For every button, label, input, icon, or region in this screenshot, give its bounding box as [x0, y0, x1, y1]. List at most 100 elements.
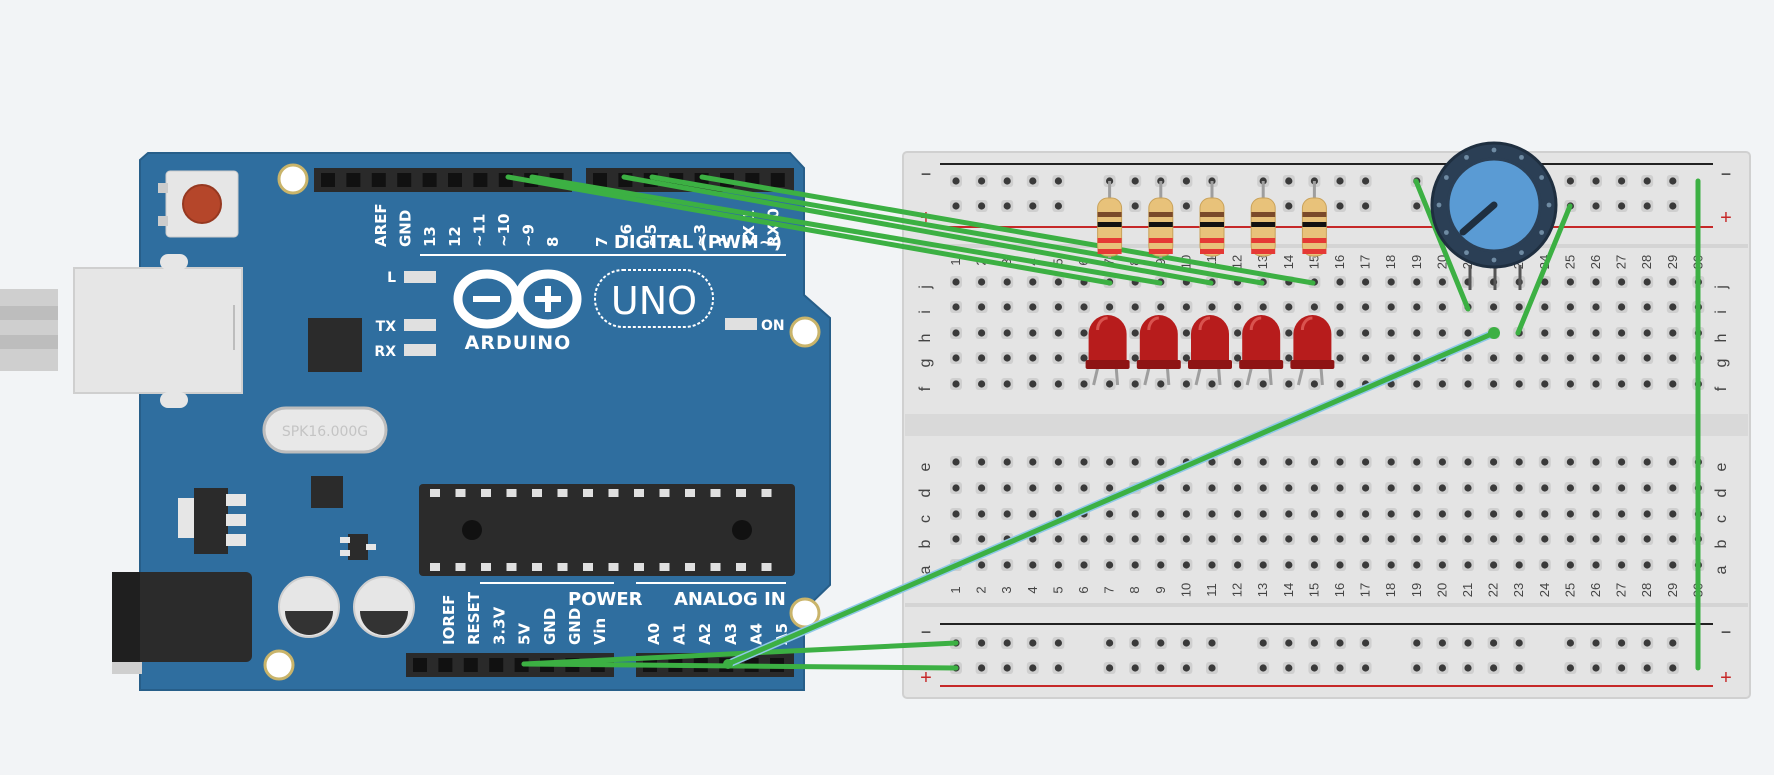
- column-number: 29: [1665, 255, 1680, 269]
- breadboard-hole-center: [1669, 458, 1677, 466]
- jumper-wire[interactable]: [649, 174, 1265, 286]
- header-socket[interactable]: [371, 173, 386, 187]
- red-led[interactable]: [1085, 315, 1130, 386]
- breadboard-hole-center: [1259, 484, 1267, 492]
- breadboard-hole-center: [1029, 639, 1037, 647]
- breadboard-hole-center: [1208, 561, 1216, 569]
- row-letter: g: [1713, 359, 1730, 368]
- breadboard-hole-center: [1566, 329, 1574, 337]
- breadboard-hole-center: [1566, 177, 1574, 185]
- breadboard-hole-center: [1669, 177, 1677, 185]
- breadboard-hole-center: [1003, 639, 1011, 647]
- digital-pin-label: 12: [446, 226, 464, 247]
- resistor[interactable]: [1097, 181, 1123, 258]
- breadboard-hole-center: [1234, 329, 1242, 337]
- breadboard-hole-center: [978, 354, 986, 362]
- breadboard-hole-center: [1029, 177, 1037, 185]
- breadboard-hole-center: [1669, 561, 1677, 569]
- breadboard-hole-center: [1592, 561, 1600, 569]
- breadboard-hole-center: [1643, 458, 1651, 466]
- row-letter: i: [917, 310, 934, 314]
- jumper-wire[interactable]: [529, 174, 1163, 286]
- jumper-wire[interactable]: [521, 661, 959, 671]
- rail-plus-label: +: [920, 667, 932, 689]
- onboard-leds: L TX RX ON: [374, 270, 784, 360]
- column-number: 14: [1281, 583, 1296, 597]
- header-socket[interactable]: [413, 658, 427, 672]
- breadboard-hole-center: [1285, 639, 1293, 647]
- breadboard-hole-center: [952, 380, 960, 388]
- header-socket[interactable]: [489, 658, 504, 672]
- column-number: 19: [1409, 255, 1424, 269]
- column-number: 4: [1025, 586, 1040, 593]
- column-number: 23: [1511, 583, 1526, 597]
- breadboard-hole-center: [1234, 354, 1242, 362]
- power-pin-label: RESET: [465, 591, 483, 645]
- breadboard-hole-center: [1003, 329, 1011, 337]
- jumper-wire[interactable]: [621, 174, 1214, 286]
- potentiometer[interactable]: [1430, 141, 1558, 290]
- breadboard-hole-center: [1054, 329, 1062, 337]
- header-socket[interactable]: [473, 173, 488, 187]
- header-socket[interactable]: [770, 173, 785, 187]
- digital-pin-label: ~3: [691, 224, 709, 247]
- column-number: 28: [1639, 255, 1654, 269]
- breadboard-hole-center: [1080, 303, 1088, 311]
- header-socket[interactable]: [438, 658, 453, 672]
- jumper-wire[interactable]: [699, 174, 1316, 286]
- rail-plus-label: +: [1720, 207, 1732, 229]
- wire-layer[interactable]: [505, 174, 1701, 671]
- red-led[interactable]: [1290, 315, 1335, 386]
- breadboard-hole-center: [1541, 380, 1549, 388]
- breadboard-hole-center: [978, 202, 986, 210]
- red-led[interactable]: [1188, 315, 1232, 386]
- jumper-wire[interactable]: [725, 330, 1497, 667]
- row-letter: h: [1713, 334, 1730, 343]
- digital-pin-label: 13: [421, 226, 439, 247]
- breadboard-hole-center: [1643, 380, 1651, 388]
- red-led[interactable]: [1239, 315, 1284, 386]
- breadboard-hole-center: [1336, 329, 1344, 337]
- chip-pin: [532, 489, 542, 497]
- header-socket[interactable]: [422, 173, 437, 187]
- breadboard-hole-center: [1438, 535, 1446, 543]
- digital-pin-label: 8: [544, 237, 562, 247]
- reset-button[interactable]: [158, 170, 239, 238]
- breadboard-hole-center: [1157, 303, 1165, 311]
- breadboard-hole-center: [1592, 354, 1600, 362]
- breadboard-hole-center: [1669, 484, 1677, 492]
- header-socket[interactable]: [397, 173, 412, 187]
- breadboard-hole-center: [1592, 329, 1600, 337]
- header-socket[interactable]: [448, 173, 462, 187]
- potentiometer-tick: [1436, 202, 1442, 208]
- arduino-uno-board[interactable]: SPK16.000G: [73, 152, 831, 691]
- resistor[interactable]: [1148, 181, 1174, 258]
- breadboard-hole-center: [1336, 458, 1344, 466]
- header-socket[interactable]: [463, 658, 478, 672]
- resistor[interactable]: [1250, 181, 1276, 258]
- resistor[interactable]: [1199, 181, 1225, 258]
- breadboard-hole-center: [1490, 639, 1498, 647]
- breadboard-hole-center: [1566, 535, 1574, 543]
- resistor[interactable]: [1301, 181, 1327, 258]
- svg-text:TX: TX: [376, 319, 397, 335]
- breadboard-hole-center: [1054, 303, 1062, 311]
- breadboard-hole-center: [1566, 639, 1574, 647]
- row-letter: b: [917, 539, 934, 548]
- breadboard-hole-center: [1157, 380, 1165, 388]
- header-socket[interactable]: [321, 173, 335, 187]
- rail-minus-label: −: [921, 622, 932, 642]
- jumper-wire[interactable]: [521, 640, 959, 667]
- red-led[interactable]: [1136, 315, 1181, 386]
- jumper-wire[interactable]: [1515, 203, 1573, 336]
- breadboard-hole-center: [1285, 458, 1293, 466]
- header-socket[interactable]: [593, 173, 607, 187]
- jumper-wire[interactable]: [1413, 178, 1471, 312]
- breadboard-hole-center: [1438, 639, 1446, 647]
- header-socket[interactable]: [346, 173, 361, 187]
- jumper-wire[interactable]: [505, 174, 1113, 286]
- breadboard-hole-center: [1669, 202, 1677, 210]
- breadboard-hole-center: [978, 664, 986, 672]
- row-letter: a: [917, 565, 934, 574]
